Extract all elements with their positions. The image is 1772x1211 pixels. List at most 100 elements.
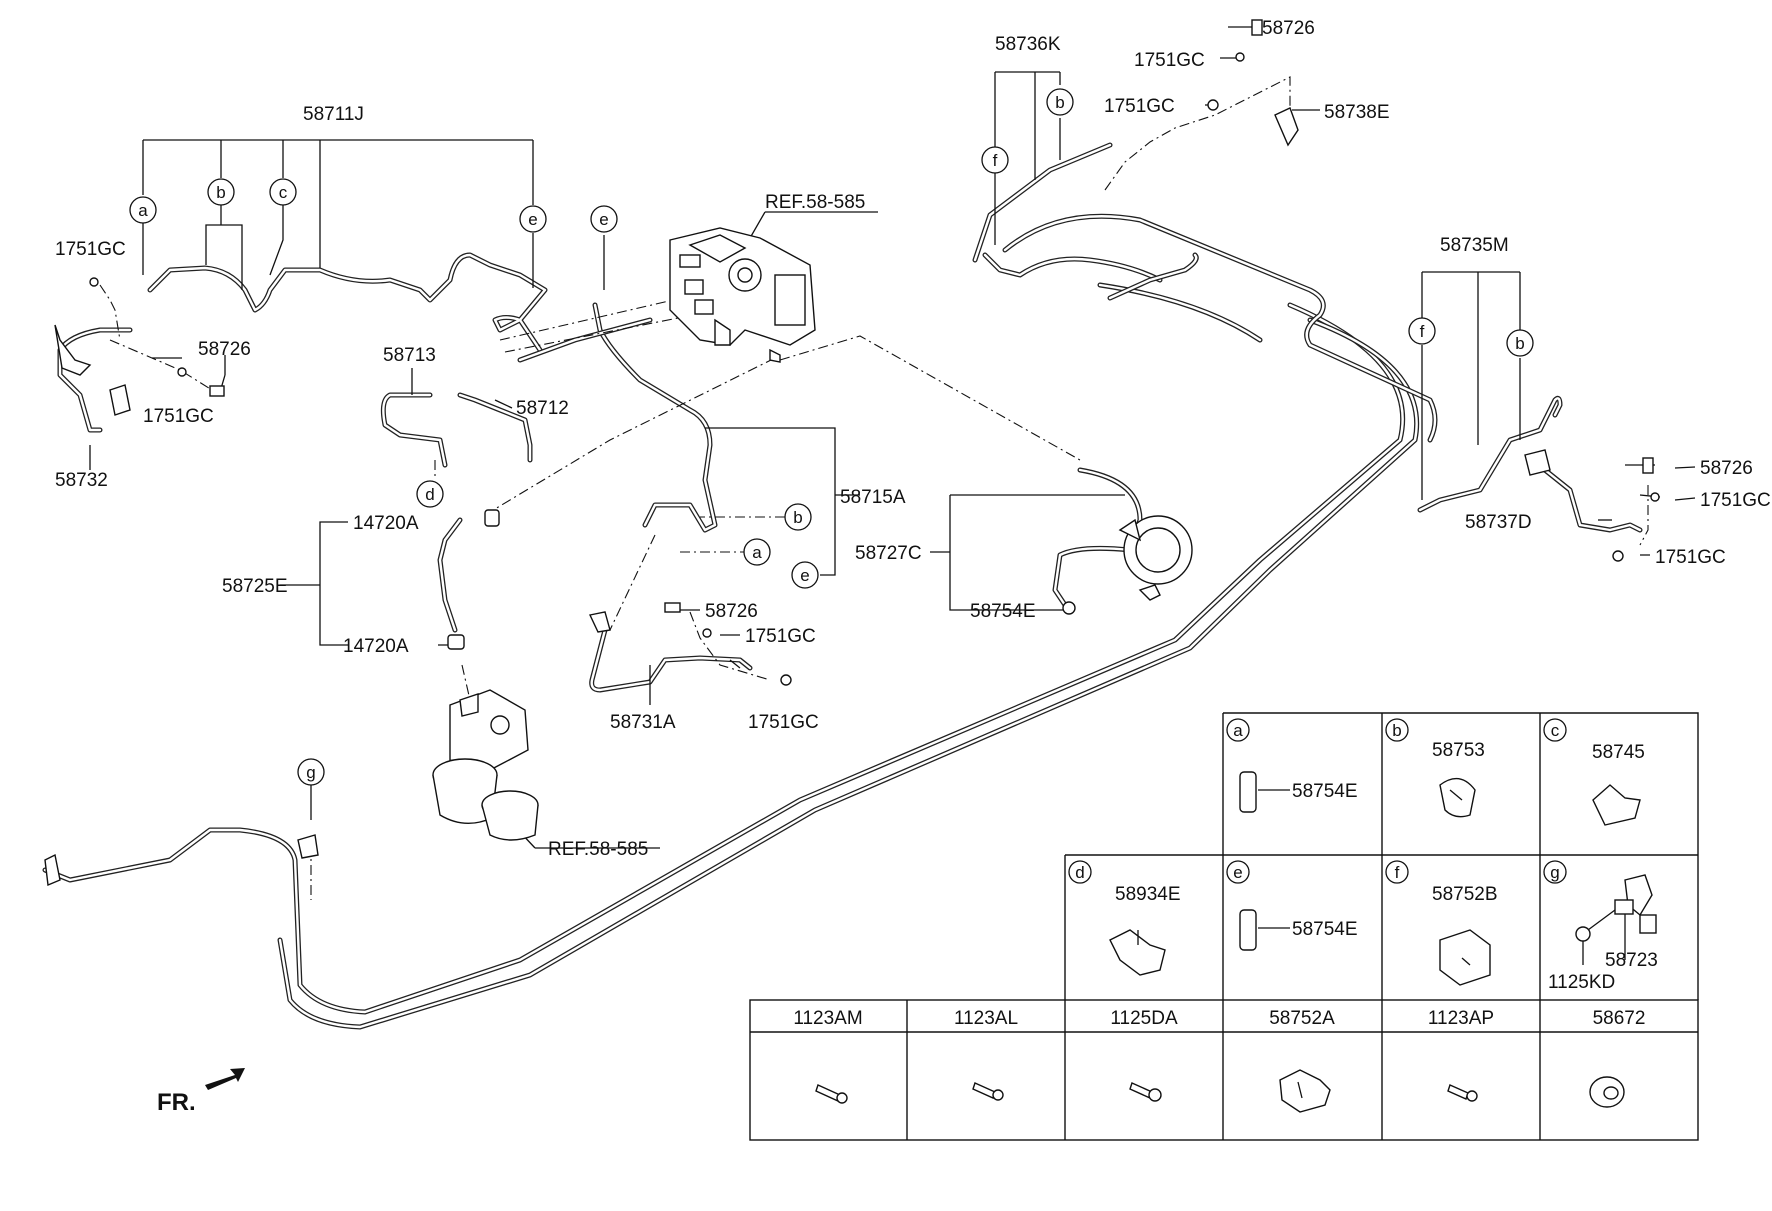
- clip-icon-58752A: [1279, 1069, 1331, 1113]
- circle-f-58736: f: [981, 146, 1009, 174]
- label-58735M: 58735M: [1440, 235, 1509, 256]
- circle-d-58713: d: [416, 480, 444, 508]
- front-direction-label: FR.: [157, 1089, 196, 1116]
- svg-text:f: f: [1395, 863, 1400, 882]
- callout-lines: [89, 26, 1696, 1090]
- label-1751GC-top1: 1751GC: [1134, 50, 1205, 71]
- label-58726-mid: 58726: [705, 601, 758, 622]
- label-58726-top: 58726: [1262, 18, 1315, 39]
- svg-text:58723: 58723: [1605, 950, 1658, 971]
- legend-cell-c: c 58745: [1543, 718, 1645, 826]
- fastener-header-3: 1125DA: [1110, 1008, 1178, 1029]
- fastener-table: 1123AM 1123AL 1125DA 58752A 1123AP 58672: [749, 999, 1699, 1141]
- svg-text:b: b: [1392, 721, 1401, 740]
- label-1751GC-top2: 1751GC: [1104, 96, 1175, 117]
- label-58725E: 58725E: [222, 576, 288, 597]
- fastener-header-2: 1123AL: [954, 1008, 1018, 1029]
- circle-e-58711: e: [519, 205, 547, 233]
- parts: [44, 19, 1660, 887]
- circle-b-58736: b: [1046, 88, 1074, 116]
- label-1751GC-mid1: 1751GC: [745, 626, 816, 647]
- label-58715A: 58715A: [840, 487, 906, 508]
- label-58754E-mid: 58754E: [970, 601, 1036, 622]
- legend-cell-a: a 58754E: [1226, 718, 1358, 813]
- label-1751GC-right2: 1751GC: [1655, 547, 1726, 568]
- svg-text:d: d: [425, 485, 434, 504]
- svg-text:a: a: [138, 201, 148, 220]
- circle-c-58711: c: [269, 178, 297, 206]
- svg-text:g: g: [1550, 863, 1559, 882]
- circle-f-58735: f: [1408, 317, 1436, 345]
- svg-text:58754E: 58754E: [1292, 919, 1358, 940]
- label-58737D: 58737D: [1465, 512, 1532, 533]
- fastener-header-6: 58672: [1593, 1008, 1646, 1029]
- bolt-icon-1125DA: [1129, 1082, 1162, 1102]
- svg-text:d: d: [1075, 863, 1084, 882]
- svg-text:e: e: [599, 210, 608, 229]
- circle-b-58715: b: [784, 503, 812, 531]
- svg-text:b: b: [1515, 334, 1524, 353]
- label-58713: 58713: [383, 345, 436, 366]
- svg-text:58745: 58745: [1592, 742, 1645, 763]
- grommet-icon-58672: [1589, 1076, 1625, 1108]
- svg-text:b: b: [1055, 93, 1064, 112]
- svg-text:c: c: [279, 183, 288, 202]
- fastener-header-5: 1123AP: [1428, 1008, 1494, 1029]
- wheel-speed-sensor: [1118, 515, 1193, 601]
- fastener-header-1: 1123AM: [793, 1008, 862, 1029]
- circle-b-58735: b: [1506, 329, 1534, 357]
- legend-cell-g: g 58723 1125KD: [1543, 860, 1658, 993]
- svg-text:f: f: [993, 151, 998, 170]
- label-1751GC-left2: 1751GC: [143, 406, 214, 427]
- label-1751GC-left: 1751GC: [55, 239, 126, 260]
- svg-text:g: g: [306, 763, 315, 782]
- circle-markers: a b c e e d b a e f b f b g: [129, 88, 1534, 786]
- circle-b-58711: b: [207, 178, 235, 206]
- svg-text:f: f: [1420, 322, 1425, 341]
- bolt-icon-1123AP: [1447, 1084, 1478, 1102]
- label-ref-top: REF.58-585: [765, 192, 865, 213]
- label-ref-bot: REF.58-585: [548, 839, 648, 860]
- label-58726-right: 58726: [1700, 458, 1753, 479]
- circle-a-58711: a: [129, 196, 157, 224]
- label-1751GC-mid2: 1751GC: [748, 712, 819, 733]
- label-58732: 58732: [55, 470, 108, 491]
- legend-cell-d: d 58934E: [1068, 860, 1181, 976]
- label-58726-left: 58726: [198, 339, 251, 360]
- svg-text:e: e: [528, 210, 537, 229]
- legend-cell-e: e 58754E: [1226, 860, 1358, 951]
- svg-text:1125KD: 1125KD: [1548, 972, 1615, 993]
- circle-e-58715: e: [791, 561, 819, 589]
- part-labels: 58711J 1751GC 58726 1751GC 58732 58713 5…: [55, 18, 1771, 1116]
- label-14720A-top: 14720A: [353, 513, 419, 534]
- label-14720A-bot: 14720A: [343, 636, 409, 657]
- svg-text:58752B: 58752B: [1432, 884, 1498, 905]
- label-58712: 58712: [516, 398, 569, 419]
- legend-cell-f: f 58752B: [1385, 860, 1498, 986]
- bolt-icon-1123AM: [815, 1084, 848, 1104]
- circle-a-58715: a: [743, 538, 771, 566]
- svg-text:a: a: [752, 543, 762, 562]
- svg-text:c: c: [1551, 721, 1560, 740]
- label-58731A: 58731A: [610, 712, 676, 733]
- label-58736K: 58736K: [995, 34, 1061, 55]
- svg-text:e: e: [1233, 863, 1242, 882]
- circle-e-abs: e: [590, 205, 618, 233]
- circle-g-lower: g: [297, 758, 325, 786]
- svg-text:58753: 58753: [1432, 740, 1485, 761]
- svg-text:a: a: [1233, 721, 1243, 740]
- svg-text:e: e: [800, 566, 809, 585]
- fastener-header-4: 58752A: [1269, 1008, 1335, 1029]
- legend-table: a 58754E b 58753 c 58745 d 58934E: [1064, 712, 1699, 1000]
- svg-text:58754E: 58754E: [1292, 781, 1358, 802]
- hydraulic-unit-bottom: [432, 689, 539, 841]
- svg-text:b: b: [216, 183, 225, 202]
- bolt-icon-1123AL: [972, 1082, 1004, 1101]
- label-1751GC-right1: 1751GC: [1700, 490, 1771, 511]
- label-58727C: 58727C: [855, 543, 922, 564]
- label-58711J: 58711J: [303, 104, 364, 125]
- hydraulic-unit-top: [669, 227, 816, 363]
- svg-text:58934E: 58934E: [1115, 884, 1181, 905]
- svg-text:b: b: [793, 508, 802, 527]
